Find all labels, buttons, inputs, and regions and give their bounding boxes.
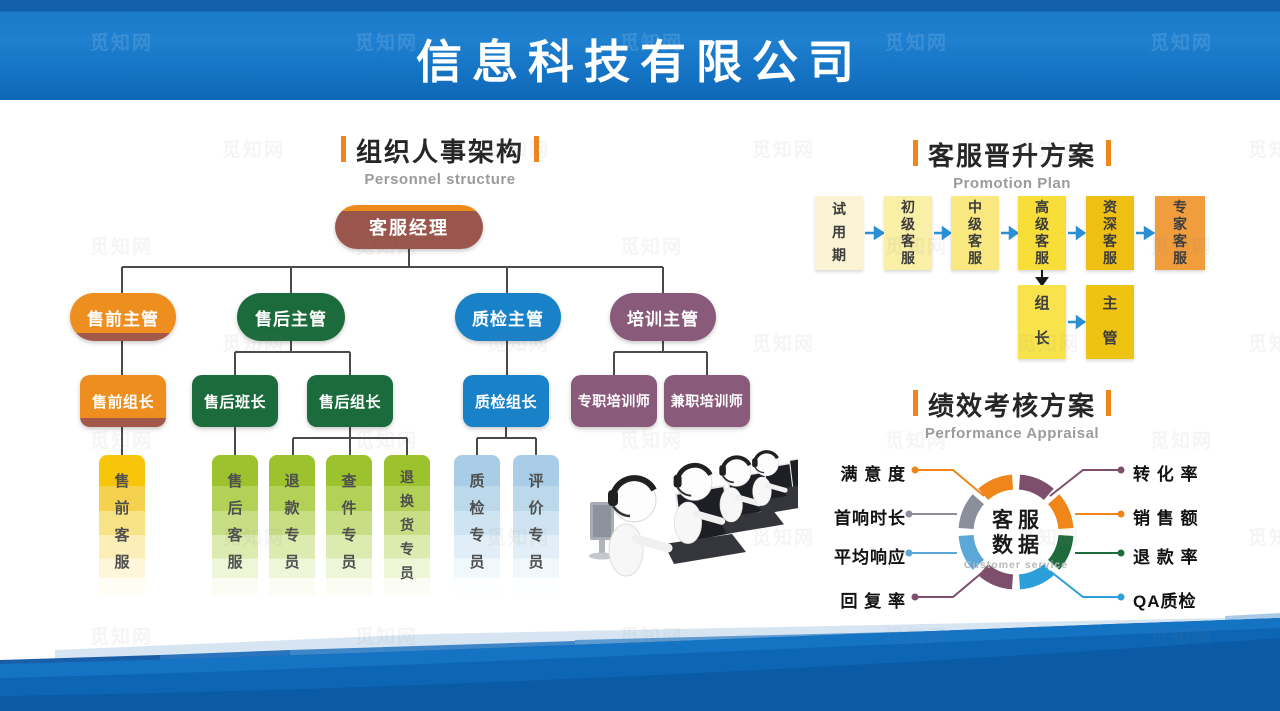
- header-bar: [340, 135, 346, 162]
- promotion-header: 客服晋升方案 Promotion Plan: [847, 136, 1177, 192]
- org-node-aftersales-leader: 售后组长: [307, 375, 393, 427]
- header-bar: [534, 135, 539, 162]
- stage-expert: 专家客服: [1155, 196, 1205, 270]
- org-node-fulltime-trainer: 专职培训师: [571, 375, 657, 427]
- promotion-arrows: [865, 225, 1156, 330]
- org-node-tracking-agent: 查件专员: [326, 455, 372, 595]
- company-title: 信息科技有限公司: [416, 35, 864, 89]
- metric-conversion: 转 化 率: [1133, 465, 1199, 484]
- bottom-wave-decoration: [0, 613, 1280, 711]
- promotion-branch-arrow: [1035, 270, 1049, 287]
- org-chart-subtitle: Personnel structure: [364, 171, 516, 188]
- org-node-qc-leader: 质检组长: [463, 375, 549, 427]
- org-node-qc-supervisor: 质检主管: [455, 293, 561, 341]
- stage-supervisor: 主管: [1086, 285, 1134, 359]
- metric-sales: 销 售 额: [1133, 509, 1199, 528]
- metric-satisfaction: 满 意 度: [840, 465, 906, 484]
- metric-avg-response: 平均响应: [834, 548, 906, 567]
- org-chart-title: 组织人事架构: [355, 138, 524, 168]
- org-node-review-agent: 评价专员: [513, 455, 559, 595]
- performance-title: 绩效考核方案: [927, 392, 1096, 422]
- org-node-refund-agent: 退款专员: [269, 455, 315, 595]
- header-bar: [912, 389, 918, 416]
- org-node-return-agent: 退换货专员: [384, 455, 430, 595]
- performance-subtitle: Performance Appraisal: [924, 425, 1100, 442]
- org-node-training-supervisor: 培训主管: [610, 293, 716, 341]
- metric-first-response: 首响时长: [834, 509, 906, 528]
- metric-qa: QA质检: [1133, 592, 1197, 611]
- org-chart-header: 组织人事架构 Personnel structure: [270, 132, 610, 188]
- stage-veteran: 资深客服: [1086, 196, 1134, 270]
- org-node-aftersales-agent: 售后客服: [212, 455, 258, 595]
- org-connectors: [121, 249, 708, 455]
- header-bar: [1106, 389, 1111, 416]
- svg-text:客服: 客服: [992, 507, 1044, 532]
- customer-service-figures-illustration: [589, 446, 798, 604]
- header-bar: [912, 139, 918, 166]
- stage-probation: 试用期: [815, 196, 863, 270]
- top-banner: 信息科技有限公司: [0, 0, 1280, 100]
- stage-senior: 高级客服: [1018, 196, 1066, 270]
- org-node-presales-leader: 售前组长: [80, 375, 166, 427]
- promotion-title: 客服晋升方案: [927, 142, 1096, 172]
- org-node-aftersales-supervisor: 售后主管: [237, 293, 345, 341]
- performance-header: 绩效考核方案 Performance Appraisal: [847, 386, 1177, 442]
- header-bar: [1106, 139, 1111, 166]
- kpi-connectors: [905, 466, 1125, 601]
- org-node-presales-agent: 售前客服: [99, 455, 145, 595]
- metric-refund-rate: 退 款 率: [1133, 548, 1199, 567]
- svg-text:数据: 数据: [992, 532, 1044, 557]
- org-node-manager: 客服经理: [335, 205, 483, 249]
- kpi-ring-center: 客服 数据 Customer service: [964, 507, 1068, 571]
- stage-intermediate: 中级客服: [951, 196, 999, 270]
- org-node-parttime-trainer: 兼职培训师: [664, 375, 750, 427]
- stage-junior: 初级客服: [884, 196, 932, 270]
- promotion-subtitle: Promotion Plan: [953, 175, 1071, 192]
- stage-team-leader: 组长: [1018, 285, 1066, 359]
- org-node-qc-agent: 质检专员: [454, 455, 500, 595]
- org-node-aftersales-monitor: 售后班长: [192, 375, 278, 427]
- org-node-presales-supervisor: 售前主管: [70, 293, 176, 341]
- svg-text:Customer service: Customer service: [964, 559, 1068, 571]
- metric-reply-rate: 回 复 率: [840, 592, 906, 611]
- kpi-ring: [958, 474, 1074, 590]
